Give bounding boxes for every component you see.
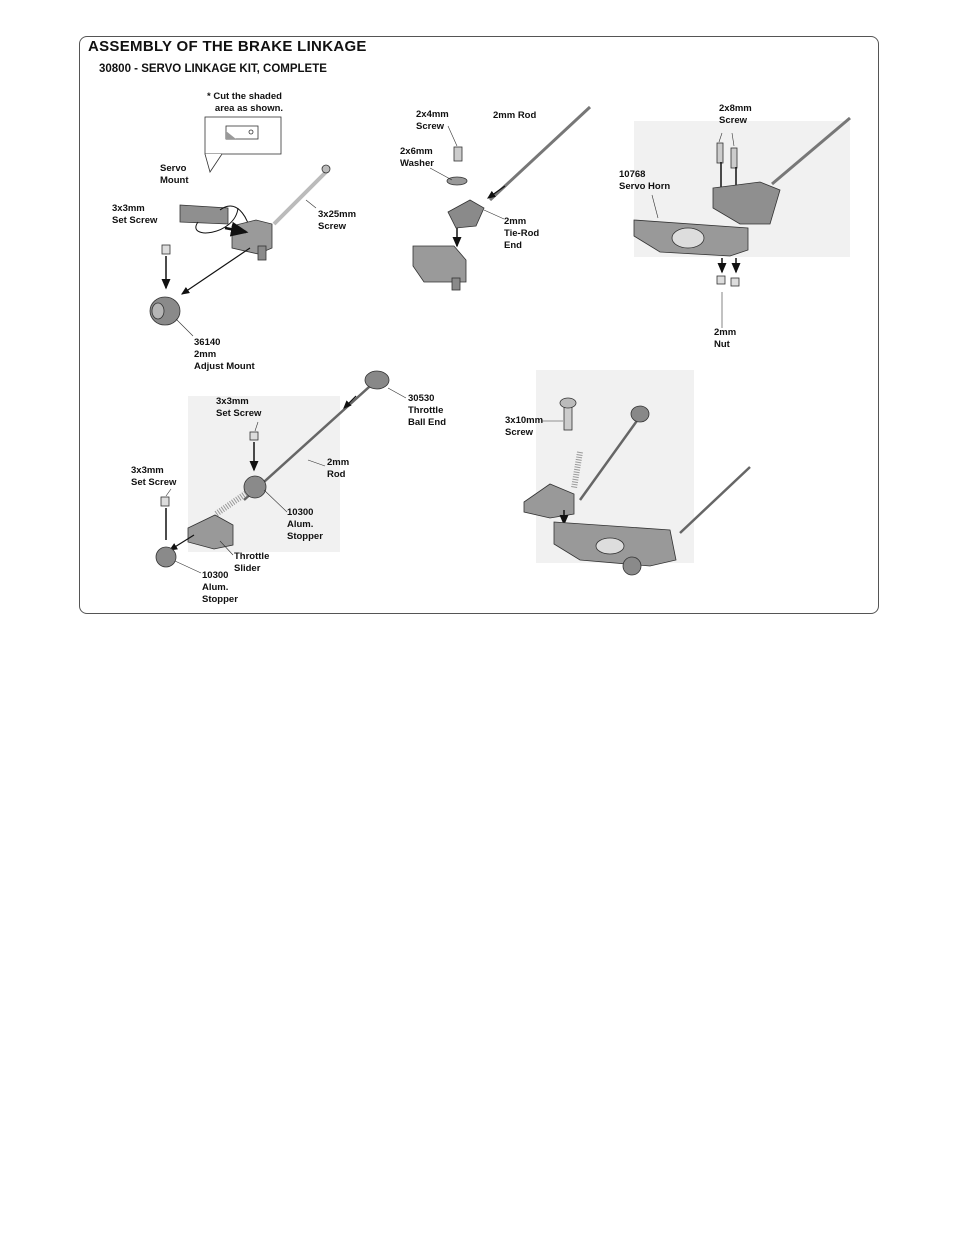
- label-alum-stopper-a: 10300 Alum. Stopper: [287, 507, 323, 542]
- label-servo-mount: Servo Mount: [160, 163, 189, 186]
- label-rod-2mm-a: 2mm Rod: [493, 110, 537, 121]
- diagram-servo-mount: [149, 116, 331, 337]
- diagram-tie-rod-end: [412, 105, 592, 291]
- label-rod-2mm-b: 2mm Rod: [327, 457, 350, 480]
- label-screw-3x10: 3x10mm Screw: [505, 415, 544, 438]
- label-set-screw-a: 3x3mm Set Screw: [112, 203, 158, 226]
- diagram-assembled-linkage: [523, 370, 751, 576]
- assembly-panel: [79, 36, 879, 614]
- kit-subtitle: 30800 - SERVO LINKAGE KIT, COMPLETE: [99, 63, 327, 75]
- label-screw-2x8: 2x8mm Screw: [719, 103, 752, 126]
- label-washer-2x6: 2x6mm Washer: [400, 146, 434, 169]
- label-cut-note: * Cut the shaded area as shown.: [207, 91, 284, 114]
- label-nut-2mm: 2mm Nut: [714, 327, 737, 350]
- diagram-throttle-slider: [155, 370, 407, 574]
- label-screw-3x25: 3x25mm Screw: [318, 209, 357, 232]
- label-set-screw-b: 3x3mm Set Screw: [216, 396, 262, 419]
- page-title: ASSEMBLY OF THE BRAKE LINKAGE: [88, 38, 367, 55]
- label-tie-rod-end: 2mm Tie-Rod End: [504, 216, 540, 251]
- label-throttle-slider: Throttle Slider: [234, 551, 270, 574]
- label-servo-horn: 10768 Servo Horn: [619, 169, 671, 192]
- diagram-servo-horn: [633, 116, 851, 328]
- label-screw-2x4: 2x4mm Screw: [416, 109, 449, 132]
- label-adjust-mount: 36140 2mm Adjust Mount: [194, 337, 255, 372]
- label-set-screw-c: 3x3mm Set Screw: [131, 465, 177, 488]
- label-throttle-ball-end: 30530 Throttle Ball End: [408, 393, 447, 428]
- label-alum-stopper-b: 10300 Alum. Stopper: [202, 570, 238, 605]
